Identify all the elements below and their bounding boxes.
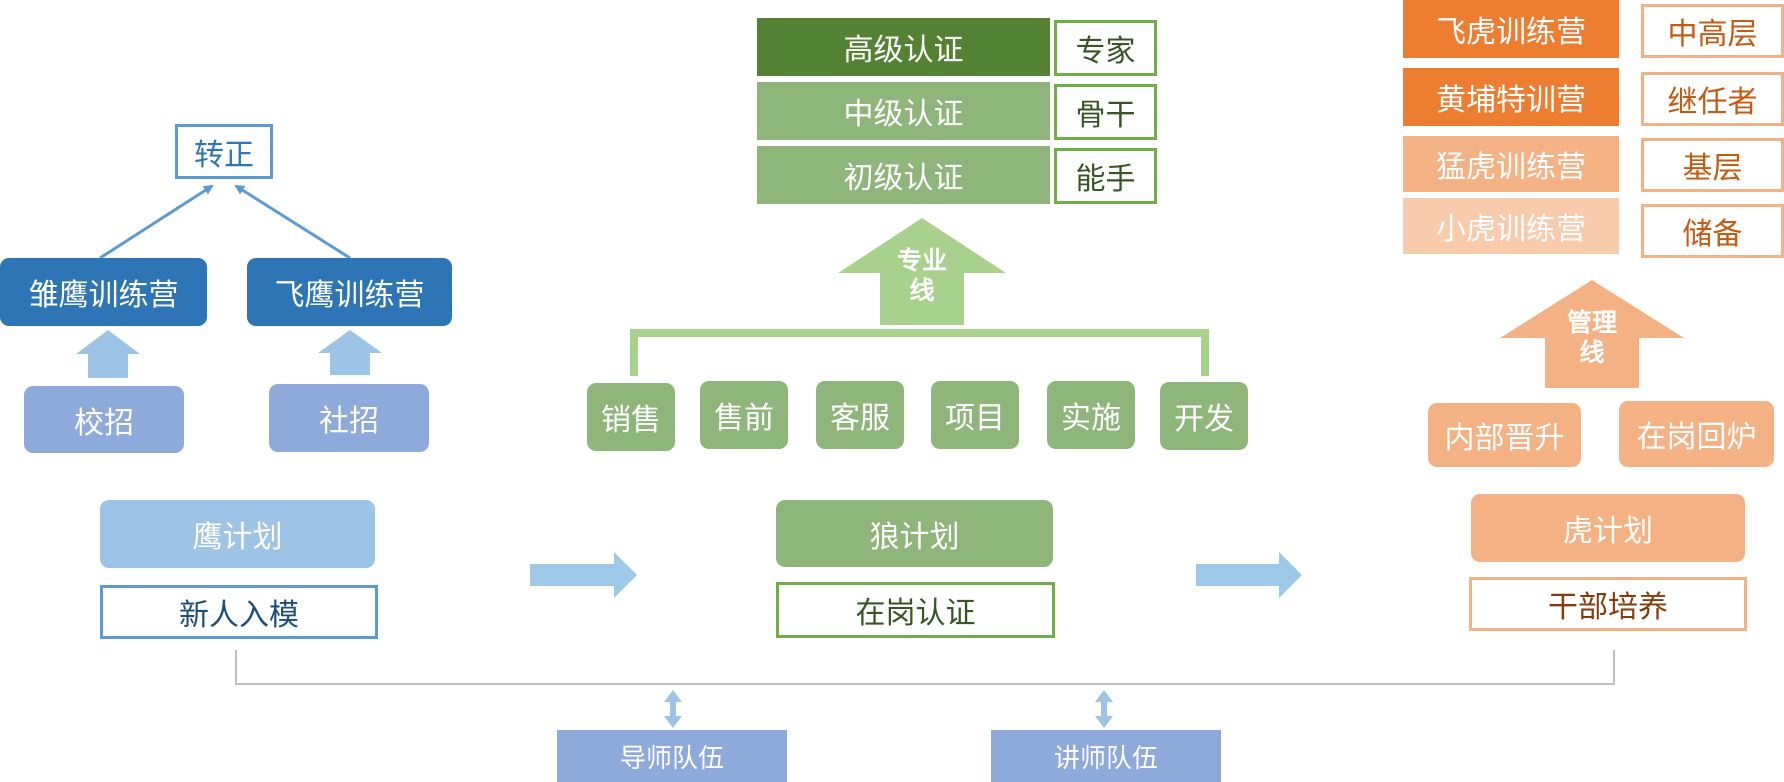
role-project: 项目: [931, 381, 1019, 449]
tiger-camp-flying: 飞虎训练营: [1403, 0, 1619, 58]
tiger-program-box: 干部培养: [1469, 577, 1747, 631]
double-arrow-mentor: [664, 690, 682, 728]
management-line-label-2: 线: [1579, 338, 1605, 367]
up-arrow-source2: [318, 330, 382, 375]
management-line-arrow: [1500, 280, 1684, 388]
eagle-camp-junior: 雏鹰训练营: [0, 258, 207, 326]
roles-bracket: [630, 329, 1209, 376]
source-internal-promotion: 内部晋升: [1428, 403, 1581, 467]
cert-senior-role: 专家: [1054, 20, 1157, 76]
source-social: 社招: [269, 384, 429, 452]
double-arrow-lecturer: [1095, 690, 1113, 728]
management-line-label-1: 管理: [1566, 308, 1617, 337]
bottom-connector: [235, 650, 1615, 685]
professional-line-label-1: 专业: [896, 246, 947, 275]
wolf-plan-box: 狼计划: [776, 500, 1053, 567]
source-on-job-retraining: 在岗回炉: [1619, 401, 1774, 467]
cert-senior: 高级认证: [757, 18, 1050, 76]
tiger-level-base: 基层: [1641, 138, 1784, 192]
tiger-level-senior: 中高层: [1641, 4, 1784, 58]
cert-junior: 初级认证: [757, 146, 1050, 204]
professional-line-arrow: [838, 218, 1006, 325]
connector-camp2-to-confirm: [234, 184, 351, 260]
confirm-box: 转正: [175, 124, 273, 179]
professional-line-label: 专业 线: [880, 246, 964, 306]
tiger-camp-little: 小虎训练营: [1403, 198, 1619, 254]
flow-arrow-eagle-to-wolf: [530, 552, 637, 598]
cert-junior-role: 能手: [1054, 148, 1157, 204]
professional-line-label-2: 线: [909, 276, 935, 305]
cert-middle-role: 骨干: [1054, 84, 1157, 140]
role-presales: 售前: [700, 381, 788, 449]
cert-middle: 中级认证: [757, 82, 1050, 140]
tiger-plan-box: 虎计划: [1471, 494, 1745, 562]
up-arrow-source1: [76, 330, 140, 378]
role-service: 客服: [816, 381, 904, 449]
eagle-plan-box: 鹰计划: [100, 500, 375, 568]
connector-camp1-to-confirm: [99, 184, 214, 260]
source-campus: 校招: [24, 386, 184, 453]
mentor-team-box: 导师队伍: [557, 730, 787, 782]
role-development: 开发: [1160, 382, 1248, 450]
eagle-camp-senior: 飞鹰训练营: [247, 258, 452, 326]
wolf-program-box: 在岗认证: [776, 582, 1055, 638]
role-implementation: 实施: [1047, 381, 1135, 449]
tiger-camp-fierce: 猛虎训练营: [1403, 136, 1619, 192]
flow-arrow-wolf-to-tiger: [1196, 552, 1302, 598]
tiger-level-successor: 继任者: [1641, 72, 1784, 126]
tiger-camp-huangpu: 黄埔特训营: [1403, 68, 1619, 126]
management-line-label: 管理 线: [1545, 308, 1639, 368]
eagle-program-box: 新人入模: [100, 585, 378, 639]
tiger-level-reserve: 储备: [1641, 204, 1784, 258]
lecturer-team-box: 讲师队伍: [991, 730, 1221, 782]
role-sales: 销售: [587, 383, 675, 451]
